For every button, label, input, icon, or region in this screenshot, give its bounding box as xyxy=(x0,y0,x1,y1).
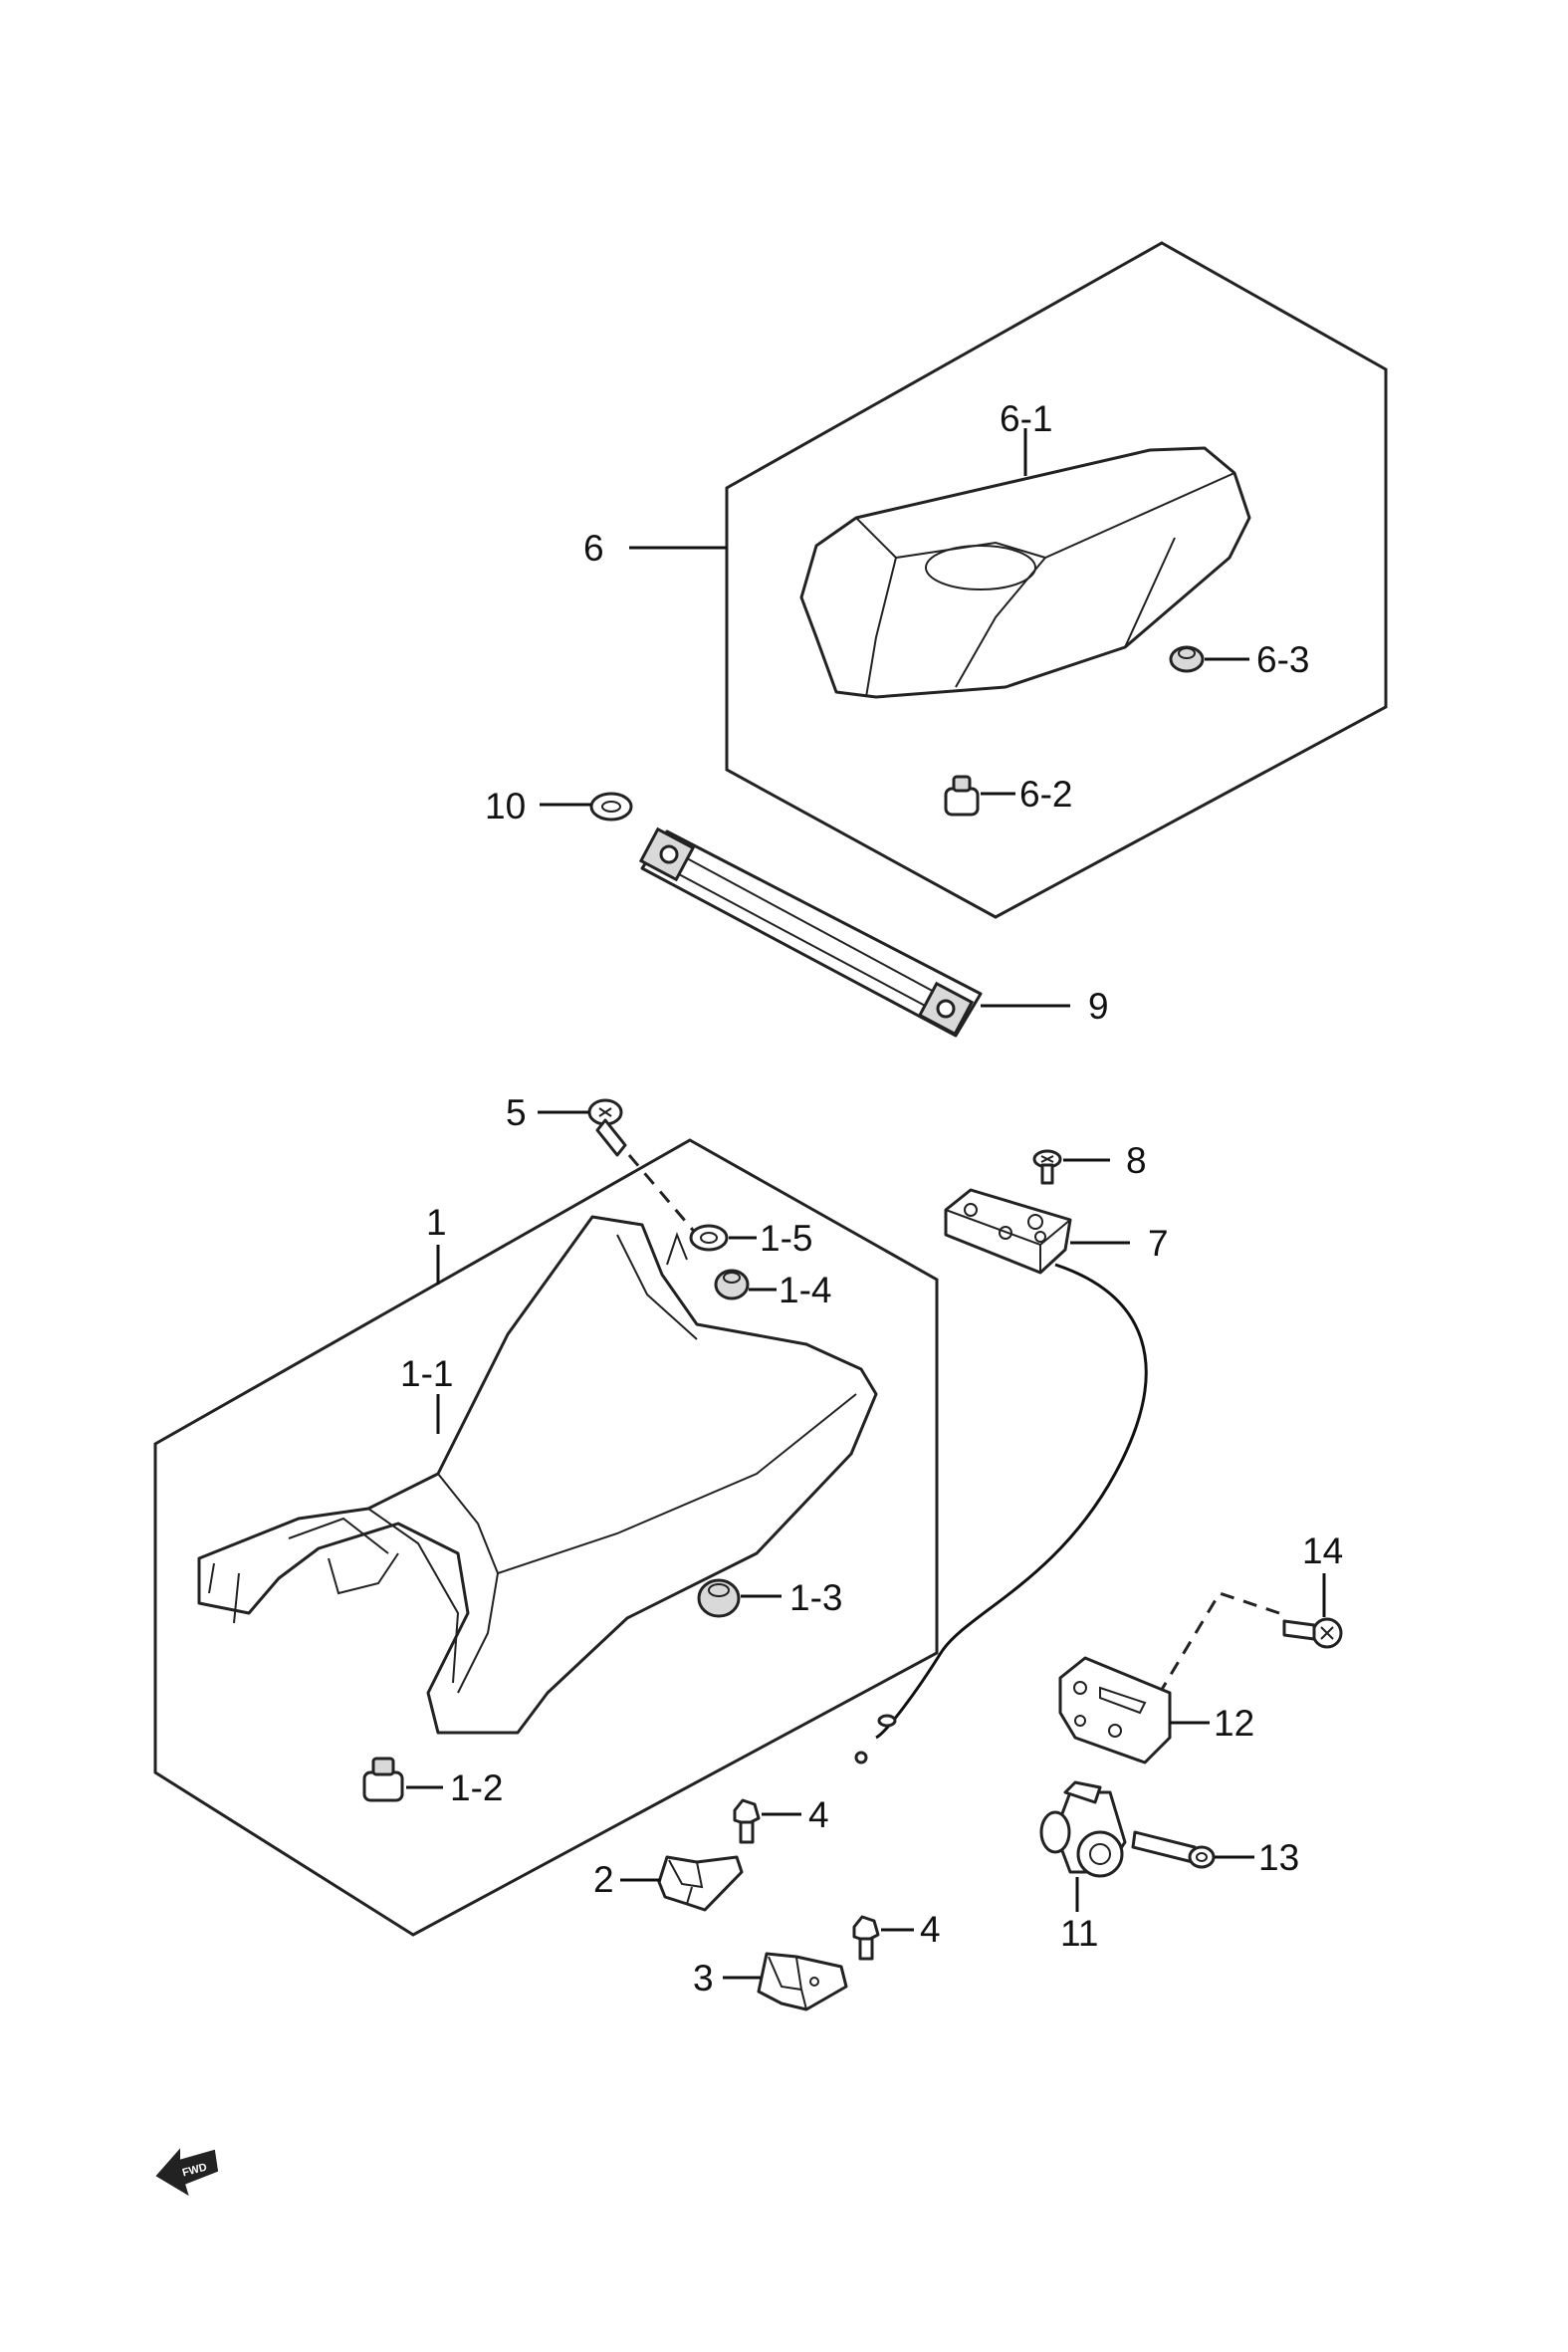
strap-9 xyxy=(638,826,983,1038)
grommet-1-3 xyxy=(697,1578,741,1618)
bolt-4-upper xyxy=(733,1798,761,1844)
label-6-1: 6-1 xyxy=(1000,398,1052,439)
washer-10 xyxy=(589,792,633,822)
label-11: 11 xyxy=(1060,1913,1098,1954)
washer-1-5 xyxy=(689,1224,729,1252)
label-13: 13 xyxy=(1258,1837,1299,1878)
label-1: 1 xyxy=(426,1202,447,1243)
fwd-arrow-icon: FWD xyxy=(155,2148,219,2197)
bolt-13 xyxy=(1131,1830,1216,1869)
label-3: 3 xyxy=(693,1958,714,1999)
grommet-1-4 xyxy=(714,1269,750,1300)
label-8: 8 xyxy=(1126,1140,1147,1181)
label-6: 6 xyxy=(583,528,604,569)
bracket-12 xyxy=(1058,1656,1172,1764)
bolt-4-lower xyxy=(852,1915,880,1961)
group-6-box xyxy=(725,241,1388,919)
screw-14 xyxy=(1282,1617,1343,1649)
label-14: 14 xyxy=(1302,1530,1343,1571)
label-1-1: 1-1 xyxy=(400,1353,453,1394)
front-seat-cushion xyxy=(197,1215,878,1735)
dashed-line-5 xyxy=(627,1154,699,1236)
label-10: 10 xyxy=(485,786,526,826)
label-6-3: 6-3 xyxy=(1256,639,1309,680)
label-1-2: 1-2 xyxy=(450,1767,503,1808)
label-9: 9 xyxy=(1088,986,1109,1027)
label-6-2: 6-2 xyxy=(1019,774,1072,815)
label-4-upper: 4 xyxy=(808,1794,829,1835)
bolt-5 xyxy=(587,1098,627,1157)
label-4-lower: 4 xyxy=(920,1909,941,1950)
bracket-3 xyxy=(757,1952,848,2011)
label-1-4: 1-4 xyxy=(779,1270,831,1310)
rear-seat-cushion xyxy=(799,446,1251,699)
label-1-3: 1-3 xyxy=(789,1577,842,1618)
seat-lock-cable-7 xyxy=(854,1188,1148,1764)
label-7: 7 xyxy=(1148,1223,1169,1264)
label-1-5: 1-5 xyxy=(760,1218,812,1259)
label-2: 2 xyxy=(593,1859,614,1900)
screw-8 xyxy=(1032,1149,1062,1185)
stopper-1-2 xyxy=(362,1757,404,1802)
group-1-box xyxy=(153,1138,939,1937)
lock-cylinder-11 xyxy=(1039,1780,1127,1878)
grommet-6-3 xyxy=(1169,645,1205,673)
label-12: 12 xyxy=(1214,1703,1254,1744)
label-5: 5 xyxy=(506,1092,527,1133)
stopper-6-2 xyxy=(944,775,980,817)
bracket-2 xyxy=(657,1855,744,1912)
dashed-line-14 xyxy=(1158,1591,1280,1694)
